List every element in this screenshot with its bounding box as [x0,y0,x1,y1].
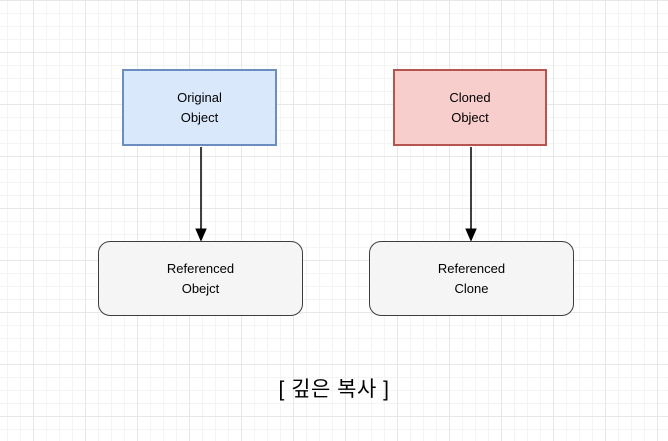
node-cloned-object: Cloned Object [393,69,547,146]
arrow-cloned-to-referenced-clone [465,147,477,242]
arrow-original-to-referenced-object [195,147,207,242]
node-label-line: Original [177,89,222,105]
node-label-line: Object [451,109,489,125]
node-label-line: Object [180,109,219,125]
node-original-object: Original Object [122,69,277,146]
diagram-caption: [ 깊은 복사 ] [278,378,390,401]
arrowhead-down-icon [195,228,207,242]
node-label-line: Referenced [166,260,235,276]
node-referenced-object: Referenced Obejct [98,241,303,316]
node-label-line: Obejct [181,280,220,296]
node-label-line: Clone [454,280,489,296]
node-label-line: Referenced [437,260,506,276]
node-referenced-clone: Referenced Clone [369,241,574,316]
node-label-line: Cloned [449,89,491,105]
arrowhead-down-icon [465,228,477,242]
